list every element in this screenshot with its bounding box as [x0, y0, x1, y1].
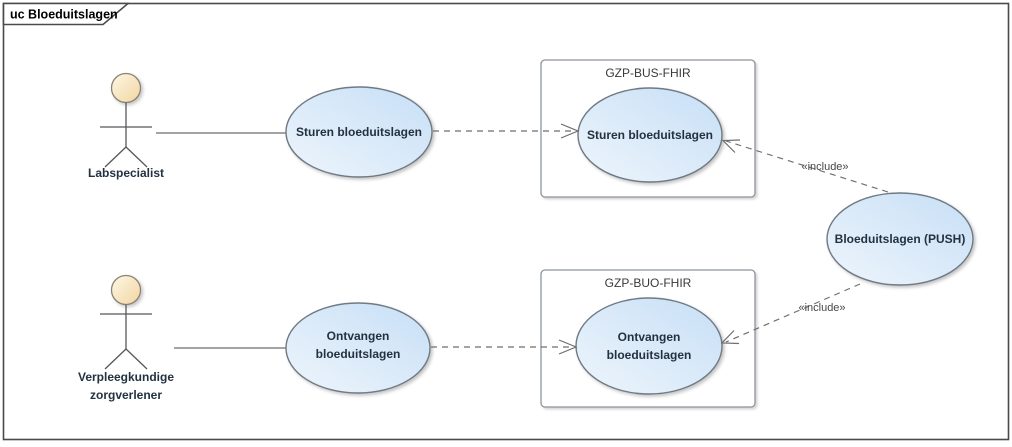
actor-verpleegkundige-label-line2: zorgverlener: [90, 388, 162, 402]
include-push-to-ontvangen[interactable]: [725, 283, 861, 343]
actor-verpleegkundige-zorgverlener[interactable]: Verpleegkundige zorgverlener: [78, 274, 174, 403]
include-bottom-stereotype: «include»: [798, 302, 845, 314]
usecase-bloeduitslagen-push[interactable]: Bloeduitslagen (PUSH): [826, 192, 974, 286]
usecase-ontvangen-inner-label-line1: Ontvangen: [618, 330, 681, 344]
include-top-stereotype: «include»: [801, 161, 848, 173]
usecase-ontvangen-outer-label-line1: Ontvangen: [327, 329, 390, 343]
usecase-ontvangen-outer-shape[interactable]: [285, 302, 431, 394]
open-arrowhead-icon: [720, 330, 740, 345]
system-boundary-gzp-buo-fhir-label: GZP-BUO-FHIR: [605, 276, 692, 290]
frame-title-tab: [2, 2, 131, 26]
usecase-bloeduitslagen-push-shape[interactable]: [826, 192, 974, 286]
actor-labspecialist-label: Labspecialist: [88, 166, 164, 180]
usecase-ontvangen-inner[interactable]: Ontvangen bloeduitslagen: [575, 297, 723, 395]
actor-left-leg-line: [104, 348, 127, 370]
usecase-sturen-outer-shape[interactable]: [285, 86, 433, 178]
usecase-sturen-outer[interactable]: Sturen bloeduitslagen: [285, 86, 433, 178]
actor-left-leg-line: [104, 146, 127, 168]
frame-title: uc Bloeduitslagen: [10, 8, 118, 22]
actor-labspecialist[interactable]: Labspecialist: [88, 72, 164, 181]
system-boundary-gzp-bus-fhir-label: GZP-BUS-FHIR: [605, 66, 691, 80]
open-arrowhead-icon: [560, 123, 580, 139]
usecase-bloeduitslagen-push-label: Bloeduitslagen (PUSH): [835, 232, 966, 246]
usecase-sturen-inner-shape[interactable]: [577, 87, 723, 183]
usecase-ontvangen-outer-label-line2: bloeduitslagen: [316, 347, 401, 361]
usecase-sturen-inner-label: Sturen bloeduitslagen: [587, 128, 713, 142]
usecase-ontvangen-inner-shape[interactable]: [575, 297, 723, 395]
actor-right-leg-line: [125, 146, 148, 168]
actor-head-icon: [110, 72, 142, 104]
usecase-sturen-inner[interactable]: Sturen bloeduitslagen: [577, 87, 723, 183]
actor-right-leg-line: [125, 348, 148, 370]
actor-head-icon: [110, 274, 142, 306]
usecase-ontvangen-inner-label-line2: bloeduitslagen: [607, 348, 692, 362]
diagram-frame: [2, 2, 1010, 441]
actor-verpleegkundige-label-line1: Verpleegkundige: [78, 370, 174, 384]
usecase-ontvangen-outer[interactable]: Ontvangen bloeduitslagen: [285, 302, 431, 394]
open-arrowhead-icon: [558, 339, 578, 355]
usecase-sturen-outer-label: Sturen bloeduitslagen: [296, 125, 422, 139]
open-arrowhead-icon: [721, 139, 741, 153]
